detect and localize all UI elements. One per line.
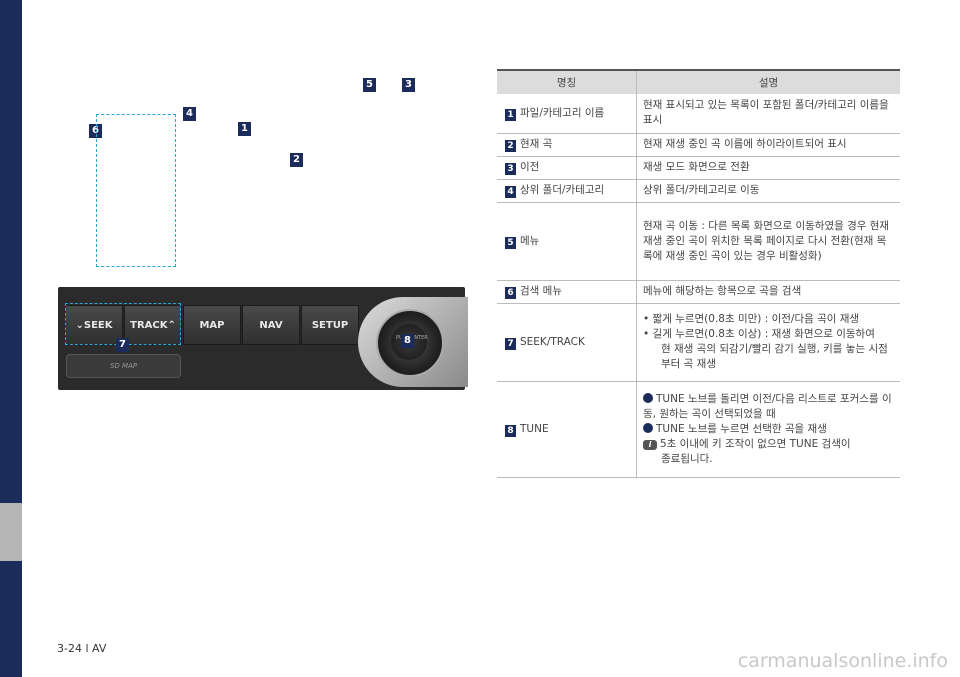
row-desc: 현재 곡 이동 : 다른 목록 화면으로 이동하였을 경우 현재 재생 중인 곡… xyxy=(636,202,900,281)
tune-note-text: 5초 이내에 키 조작이 없으면 TUNE 검색이 xyxy=(660,437,851,450)
callout-badge-2: 2 xyxy=(290,153,303,167)
hard-key-row: ⌄SEEK TRACK⌃ MAP NAV SETUP xyxy=(65,305,360,345)
chevron-down-icon: ⌄ xyxy=(75,319,84,331)
table-row: 3 이전 재생 모드 화면으로 전환 xyxy=(497,156,900,180)
callout-badge-5: 5 xyxy=(363,78,376,92)
callout-badge-1: 1 xyxy=(238,122,251,136)
row-number-badge: 8 xyxy=(505,424,516,437)
map-button[interactable]: MAP xyxy=(183,305,241,345)
row-name: 메뉴 xyxy=(520,234,540,247)
table-row: 4 상위 폴더/카테고리 상위 폴더/카테고리로 이동 xyxy=(497,179,900,203)
seek-long-press-cont: 현 재생 곡의 되감기/빨리 감기 실행, 키를 놓는 시점부터 곡 재생 xyxy=(661,343,888,370)
row-desc: • 짧게 누르면(0.8초 미만) : 이전/다음 곡이 재생 • 길게 누르면… xyxy=(636,303,900,382)
tune-turn-desc: TUNE 노브를 돌리면 이전/다음 리스트로 포커스를 이동, 원하는 곡이 … xyxy=(643,392,894,422)
callout-badge-8: 8 xyxy=(401,334,414,348)
callout-badge-3: 3 xyxy=(402,78,415,92)
sidebar-navy-block xyxy=(0,561,22,656)
row-number-badge: 4 xyxy=(505,186,516,198)
seek-label: SEEK xyxy=(83,319,113,331)
callout-badge-6: 6 xyxy=(89,124,102,138)
row-desc: 재생 모드 화면으로 전환 xyxy=(636,156,900,180)
header-name: 명칭 xyxy=(497,69,637,94)
row-desc: 현재 재생 중인 곡 이름에 하이라이트되어 표시 xyxy=(636,133,900,157)
row-name: 이전 xyxy=(520,161,540,173)
chevron-up-icon: ⌃ xyxy=(167,319,176,331)
row-desc: TUNE 노브를 돌리면 이전/다음 리스트로 포커스를 이동, 원하는 곡이 … xyxy=(636,381,900,478)
site-watermark: carmanualsonline.info xyxy=(737,650,948,672)
tune-note-cont: 종료됩니다. xyxy=(661,452,713,465)
table-row: 2 현재 곡 현재 재생 중인 곡 이름에 하이라이트되어 표시 xyxy=(497,133,900,157)
audio-control-panel: ⌄SEEK TRACK⌃ MAP NAV SETUP SD MAP PUSH E… xyxy=(58,287,468,390)
nav-button[interactable]: NAV xyxy=(242,305,300,345)
tune-push-text: TUNE 노브를 누르면 선택한 곡을 재생 xyxy=(656,422,827,435)
left-sidebar-bar xyxy=(0,0,22,677)
track-label: TRACK xyxy=(130,319,168,331)
row-number-badge: 7 xyxy=(505,337,516,350)
row-number-badge: 1 xyxy=(505,108,516,121)
row-name: TUNE xyxy=(520,422,549,435)
tune-turn-text: TUNE 노브를 돌리면 이전/다음 리스트로 포커스를 이동, 원하는 곡이 … xyxy=(643,392,892,420)
tune-push-desc: TUNE 노브를 누르면 선택한 곡을 재생 xyxy=(643,422,894,437)
knob-turn-icon xyxy=(643,392,653,403)
setup-button[interactable]: SETUP xyxy=(301,305,359,345)
row-number-badge: 3 xyxy=(505,163,516,175)
row-number-badge: 2 xyxy=(505,140,516,152)
row-number-badge: 5 xyxy=(505,236,516,249)
row-name: 파일/카테고리 이름 xyxy=(520,106,605,119)
sidebar-gray-block xyxy=(0,503,22,561)
page-number: 3-24 l AV xyxy=(57,642,107,655)
row-number-badge: 6 xyxy=(505,287,516,299)
search-menu-highlight-box xyxy=(96,114,176,267)
row-desc: 상위 폴더/카테고리로 이동 xyxy=(636,179,900,203)
table-row: 1 파일/카테고리 이름 현재 표시되고 있는 목록이 포함된 폴더/카테고리 이… xyxy=(497,94,900,134)
row-desc: 현재 표시되고 있는 목록이 포함된 폴더/카테고리 이름을 표시 xyxy=(636,94,900,134)
table-header-row: 명칭 설명 xyxy=(497,69,900,94)
spec-table: 명칭 설명 1 파일/카테고리 이름 현재 표시되고 있는 목록이 포함된 폴더/… xyxy=(497,69,900,478)
callout-badge-7: 7 xyxy=(116,338,129,352)
info-icon: i xyxy=(643,439,657,450)
table-row: 8 TUNE TUNE 노브를 돌리면 이전/다음 리스트로 포커스를 이동, 원… xyxy=(497,381,900,478)
seek-button[interactable]: ⌄SEEK xyxy=(65,305,123,345)
row-name: 상위 폴더/카테고리 xyxy=(520,184,605,196)
callout-badge-4: 4 xyxy=(183,107,196,121)
table-row: 6 검색 메뉴 메뉴에 해당하는 항목으로 곡을 검색 xyxy=(497,280,900,304)
row-name: 현재 곡 xyxy=(520,138,553,150)
seek-short-press: • 짧게 누르면(0.8초 미만) : 이전/다음 곡이 재생 xyxy=(643,313,860,325)
table-row: 5 메뉴 현재 곡 이동 : 다른 목록 화면으로 이동하였을 경우 현재 재생 … xyxy=(497,202,900,281)
sd-map-slot: SD MAP xyxy=(66,354,181,378)
row-desc: 메뉴에 해당하는 항목으로 곡을 검색 xyxy=(636,280,900,304)
header-desc: 설명 xyxy=(636,69,900,94)
row-name: SEEK/TRACK xyxy=(520,335,585,348)
knob-push-icon xyxy=(643,422,653,433)
table-row: 7 SEEK/TRACK • 짧게 누르면(0.8초 미만) : 이전/다음 곡이… xyxy=(497,303,900,382)
row-name: 검색 메뉴 xyxy=(520,285,562,297)
seek-long-press: • 길게 누르면(0.8초 이상) : 재생 화면으로 이동하여 xyxy=(643,328,875,340)
